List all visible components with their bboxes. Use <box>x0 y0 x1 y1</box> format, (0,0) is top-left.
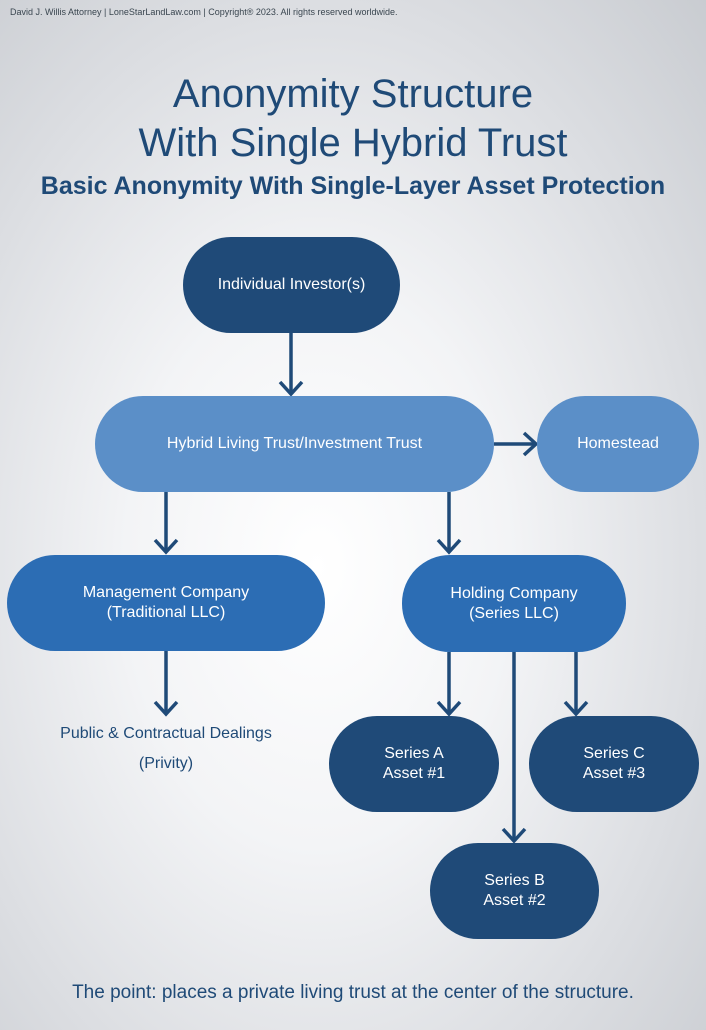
series-c-asset: Asset #3 <box>582 765 646 782</box>
series-a-label: Series A <box>384 745 444 762</box>
management-company-type: (Traditional LLC) <box>106 604 226 621</box>
management-company-node: Management Company (Traditional LLC) <box>7 555 325 651</box>
trust-node-label: Hybrid Living Trust/Investment Trust <box>166 435 423 452</box>
series-a-node: Series A Asset #1 <box>329 716 499 812</box>
investor-node: Individual Investor(s) <box>183 237 400 333</box>
page-title-line1: Anonymity Structure <box>172 72 534 116</box>
series-a-asset: Asset #1 <box>382 765 446 782</box>
arrowhead-trust-to-management <box>153 538 179 555</box>
holding-company-label: Holding Company <box>450 584 578 602</box>
holding-company-type: (Series LLC) <box>469 604 559 622</box>
homestead-node-label: Homestead <box>577 435 659 452</box>
homestead-node: Homestead <box>537 396 699 492</box>
arrowhead-holding-to-series-c <box>563 700 589 717</box>
arrowhead-trust-to-holding <box>436 538 462 555</box>
series-c-label: Series C <box>583 745 645 762</box>
arrowhead-holding-to-series-b <box>501 827 527 844</box>
dealings-privity: (Privity) <box>138 755 194 772</box>
management-company-label: Management Company <box>82 584 250 601</box>
series-c-node: Series C Asset #3 <box>529 716 699 812</box>
arrowhead-investor-to-trust <box>278 380 304 397</box>
dealings-label: Public & Contractual Dealings <box>60 725 272 742</box>
arrowhead-holding-to-series-a <box>436 700 462 717</box>
copyright-notice: David J. Willis Attorney | LoneStarLandL… <box>10 7 398 17</box>
arrowhead-trust-to-homestead <box>522 431 539 457</box>
series-b-node: Series B Asset #2 <box>430 843 599 939</box>
page-subtitle: Basic Anonymity With Single-Layer Asset … <box>40 172 666 200</box>
dealings-text: Public & Contractual Dealings (Privity) <box>20 725 312 773</box>
holding-company-node: Holding Company (Series LLC) <box>402 555 626 652</box>
page-title-line2: With Single Hybrid Trust <box>138 121 568 165</box>
series-b-label: Series B <box>484 872 545 889</box>
trust-node: Hybrid Living Trust/Investment Trust <box>95 396 494 492</box>
investor-node-label: Individual Investor(s) <box>217 276 366 293</box>
footer-note: The point: places a private living trust… <box>72 982 634 1003</box>
series-b-asset: Asset #2 <box>483 892 546 909</box>
arrowhead-management-to-dealings <box>153 700 179 717</box>
